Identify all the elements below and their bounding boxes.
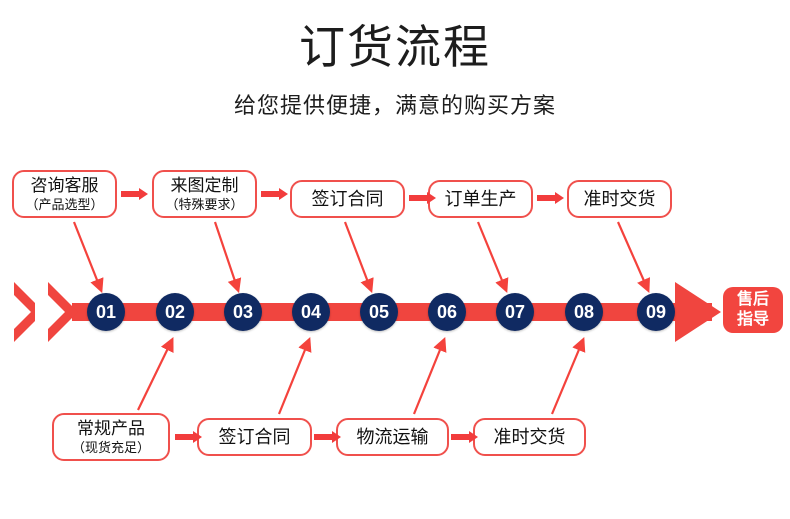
top-connector-arrow-4 (537, 192, 564, 204)
chevron-inner-notch (35, 282, 65, 342)
after-sales-badge[interactable]: 售后 指导 (723, 287, 783, 333)
bottom-step-2-title: 签订合同 (218, 427, 291, 447)
timeline-step-06[interactable]: 06 (428, 293, 466, 331)
pointer-bottom-2 (277, 336, 312, 415)
arrow-shaft (314, 434, 332, 440)
timeline-step-05[interactable]: 05 (360, 293, 398, 331)
timeline-step-05-label: 05 (368, 301, 390, 322)
top-step-5-title: 准时交货 (583, 189, 656, 209)
timeline-step-04-label: 04 (300, 301, 322, 322)
pointer-bottom-4 (550, 336, 586, 415)
page-title: 订货流程 (299, 21, 491, 73)
bottom-connector-arrow-1 (175, 431, 202, 443)
chevron-outer-notch (1, 282, 31, 342)
top-connector-arrow-3 (409, 192, 436, 204)
pointer-top-2 (213, 221, 242, 294)
top-step-3-title: 签订合同 (311, 189, 384, 209)
arrow-shaft (121, 191, 139, 197)
arrow-shaft (537, 195, 555, 201)
timeline-step-07-label: 07 (504, 301, 526, 322)
pointer-bottom-1 (137, 337, 174, 411)
top-step-box-1[interactable]: 咨询客服 （产品选型） (12, 170, 117, 218)
bottom-step-1-title: 常规产品 (77, 418, 145, 438)
timeline-step-01[interactable]: 01 (87, 293, 125, 331)
timeline-step-08-label: 08 (573, 301, 595, 322)
bottom-step-box-3[interactable]: 物流运输 (336, 418, 449, 456)
arrow-shaft (409, 195, 427, 201)
page-subtitle: 给您提供便捷，满意的购买方案 (233, 93, 556, 118)
timeline-step-04[interactable]: 04 (292, 293, 330, 331)
pointer-bottom-3 (412, 336, 447, 415)
arrow-head-icon (555, 192, 564, 204)
timeline-arrow-head-icon (675, 282, 721, 342)
timeline-step-03-label: 03 (232, 301, 254, 322)
top-step-box-5[interactable]: 准时交货 (567, 180, 672, 218)
bottom-step-box-4[interactable]: 准时交货 (473, 418, 586, 456)
arrow-head-icon (469, 431, 478, 443)
arrow-head-icon (427, 192, 436, 204)
timeline-step-01-label: 01 (95, 301, 117, 322)
timeline-step-03[interactable]: 03 (224, 293, 262, 331)
timeline-step-02[interactable]: 02 (156, 293, 194, 331)
top-connector-arrow-1 (121, 188, 148, 200)
top-step-2-subtitle: （特殊要求） (165, 196, 244, 212)
top-step-box-2[interactable]: 来图定制 （特殊要求） (152, 170, 257, 218)
arrow-shaft (261, 191, 279, 197)
timeline-step-07[interactable]: 07 (496, 293, 534, 331)
arrow-shaft (175, 434, 193, 440)
top-step-4-title: 订单生产 (444, 189, 517, 209)
bottom-step-box-2[interactable]: 签订合同 (197, 418, 312, 456)
timeline-step-02-label: 02 (164, 301, 186, 322)
bottom-step-4-title: 准时交货 (493, 427, 566, 447)
bottom-step-3-title: 物流运输 (356, 427, 429, 447)
pointer-top-5 (616, 221, 651, 294)
top-step-1-title: 咨询客服 (30, 175, 99, 195)
after-sales-badge-line1: 售后 (736, 291, 769, 308)
timeline-step-09[interactable]: 09 (637, 293, 675, 331)
bottom-step-box-1[interactable]: 常规产品 （现货充足） (52, 413, 170, 461)
top-connector-arrow-2 (261, 188, 288, 200)
timeline-step-08[interactable]: 08 (565, 293, 603, 331)
timeline-step-06-label: 06 (436, 301, 458, 322)
pointer-top-3 (343, 221, 374, 294)
pointer-top-1 (72, 221, 104, 294)
top-step-2-title: 来图定制 (170, 175, 239, 195)
bottom-connector-arrow-3 (451, 431, 478, 443)
bottom-step-1-subtitle: （现货充足） (71, 439, 150, 455)
pointer-top-4 (476, 221, 509, 294)
top-step-box-4[interactable]: 订单生产 (428, 180, 533, 218)
timeline-step-09-label: 09 (645, 301, 667, 322)
arrow-head-icon (139, 188, 148, 200)
arrow-head-icon (279, 188, 288, 200)
arrow-head-icon (332, 431, 341, 443)
top-step-1-subtitle: （产品选型） (25, 196, 104, 212)
bottom-connector-arrow-2 (314, 431, 341, 443)
after-sales-badge-line2: 指导 (736, 311, 769, 328)
arrow-shaft (451, 434, 469, 440)
top-step-box-3[interactable]: 签订合同 (290, 180, 405, 218)
arrow-head-icon (193, 431, 202, 443)
